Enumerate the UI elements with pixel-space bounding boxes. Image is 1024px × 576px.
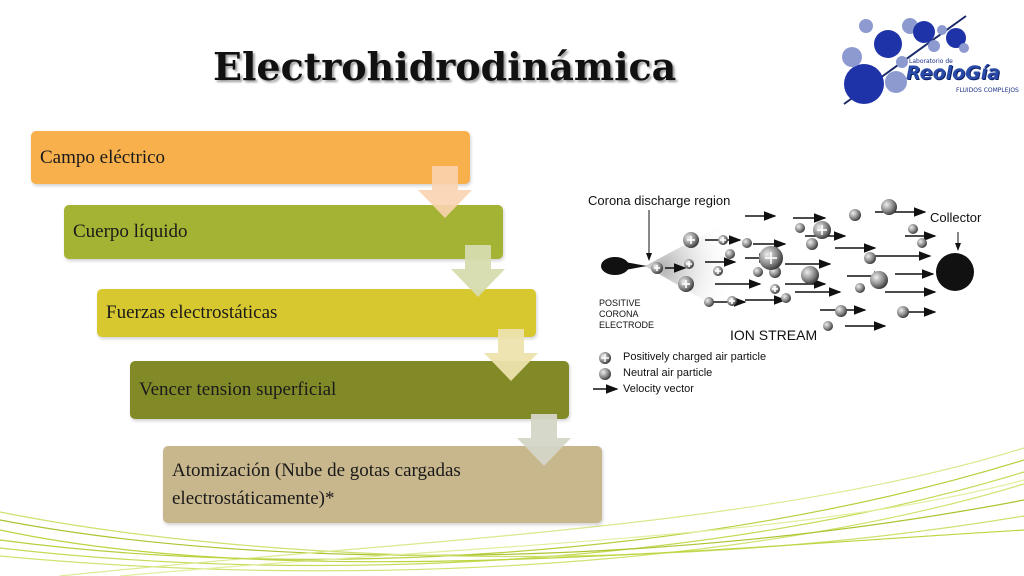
collector-label: Collector (930, 210, 982, 225)
neutral-particle-icon (599, 368, 611, 380)
electrode-label: CORONA (599, 309, 639, 319)
step-label: Fuerzas electrostáticas (106, 302, 278, 323)
step-atomizacion: Atomización (Nube de gotas cargadas elec… (163, 446, 602, 523)
step-label: Atomización (Nube de gotas cargadas elec… (172, 459, 461, 509)
electrode-label: POSITIVE (599, 298, 641, 308)
legend-item: Neutral air particle (623, 367, 713, 379)
ion-stream-schematic: Corona discharge region Collector POSITI… (585, 188, 995, 408)
step-cuerpo-liquido: Cuerpo líquido (64, 205, 503, 259)
logo-main-text: ReoloGía (906, 62, 1001, 84)
ion-stream-drawing (593, 199, 974, 394)
decorative-swoosh-lines (0, 447, 1024, 576)
corona-region-label: Corona discharge region (588, 193, 731, 208)
step-vencer-tension: Vencer tension superficial (130, 361, 569, 419)
step-label: Campo eléctrico (40, 146, 166, 168)
step-fuerzas-electrostaticas: Fuerzas electrostáticas (97, 289, 536, 337)
logo-top-text: Laboratorio de (909, 58, 953, 65)
step-label: Vencer tension superficial (139, 379, 337, 400)
corona-electrode (601, 257, 629, 275)
page-title: Electrohidrodinámica (213, 44, 677, 89)
down-arrow-icon (418, 166, 472, 218)
down-arrow-icon (517, 414, 571, 466)
down-arrow-icon (484, 329, 538, 381)
legend-item: Positively charged air particle (623, 351, 767, 363)
step-label: Cuerpo líquido (73, 221, 188, 242)
legend-item: Velocity vector (623, 383, 694, 395)
down-arrow-icon (451, 245, 505, 297)
step-campo-electrico: Campo eléctrico (31, 131, 470, 184)
ion-stream-label: ION STREAM (730, 327, 818, 343)
logo-sub-text: FLUIDOS COMPLEJOS (956, 87, 1019, 94)
collector (936, 253, 974, 291)
electrode-label: ELECTRODE (599, 320, 655, 330)
laboratory-logo (842, 15, 969, 105)
